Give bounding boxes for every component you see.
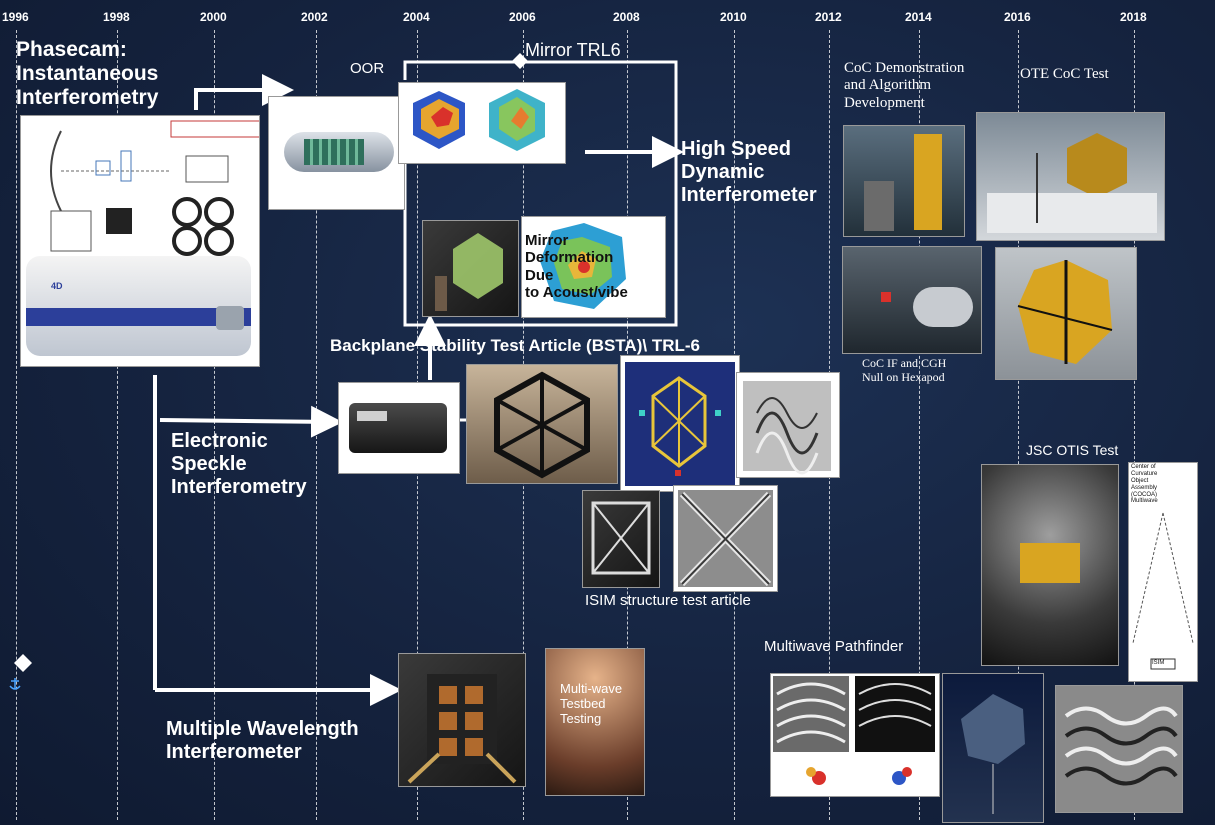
cocoa-diagram — [1128, 462, 1198, 682]
coc-if-photo — [842, 246, 982, 354]
jsc-otis-label: JSC OTIS Test — [1026, 442, 1119, 458]
year-label: 2008 — [613, 10, 640, 24]
coc-stand — [864, 181, 894, 231]
year-label: 2018 — [1120, 10, 1147, 24]
coc-demo-photo — [843, 125, 965, 237]
phasecam-label: Phasecam: Instantaneous Interferometry — [16, 38, 159, 110]
year-label: 2002 — [301, 10, 328, 24]
year-label: 2012 — [815, 10, 842, 24]
year-label: 2006 — [509, 10, 536, 24]
isim-structure-photo — [582, 490, 660, 588]
interferometer-body — [913, 287, 973, 327]
year-label: 1996 — [2, 10, 29, 24]
cocoa-label: Center of Curvature Object Assembly (COC… — [1131, 464, 1158, 505]
diamond-icon — [14, 654, 32, 672]
year-label: 2000 — [200, 10, 227, 24]
year-gridline — [214, 30, 215, 820]
ote-mirror-photo — [995, 247, 1137, 380]
bsta-structure-photo — [466, 364, 618, 484]
cocoa-isim-tag: ISIM — [1152, 660, 1165, 666]
bsta-displacement-map — [620, 355, 740, 492]
year-label: 2014 — [905, 10, 932, 24]
phasecam-optics-icon — [50, 120, 259, 256]
gold-mirror-segment — [914, 134, 942, 230]
espi-label: Electronic Speckle Interferometry — [171, 430, 307, 498]
ote-coc-label: OTE CoC Test — [1020, 66, 1109, 82]
instrument-lens — [216, 306, 244, 330]
oor-label: OOR — [350, 60, 385, 77]
multiwave-testbed-label: Multi-wave Testbed Testing — [560, 681, 623, 726]
multiwave-fringe-map — [1055, 685, 1183, 813]
coc-if-label: CoC IF and CGH Null on Hexapod — [862, 356, 947, 384]
oor-wavefront-maps — [398, 82, 566, 164]
year-gridline — [919, 30, 920, 820]
mirror-test-photo — [422, 220, 519, 317]
espi-instrument-photo — [338, 382, 460, 474]
phasecam-diagram: 4D — [20, 115, 260, 367]
year-label: 1998 — [103, 10, 130, 24]
hexapod-marker — [881, 292, 891, 302]
telescope-install-photo — [942, 673, 1044, 823]
jsc-otis-photo — [981, 464, 1119, 666]
high-speed-label: High Speed Dynamic Interferometer — [681, 138, 817, 206]
year-gridline — [1134, 30, 1135, 820]
phasecam-instrument: 4D — [26, 256, 251, 356]
bsta-label: Backplane Stability Test Article (BSTA)\… — [330, 336, 700, 355]
year-gridline — [117, 30, 118, 820]
multiwave-testbed-photo — [545, 648, 645, 796]
year-label: 2004 — [403, 10, 430, 24]
espi-instrument-panel — [357, 411, 387, 421]
ote-coc-photo — [976, 112, 1165, 241]
mirror-deformation-label: Mirror Deformation Due to Acoust/vibe — [525, 232, 628, 301]
mirror-trl6-label: Mirror TRL6 — [525, 40, 621, 60]
mwi-hardware-photo — [398, 653, 526, 787]
diamond-icon — [512, 53, 528, 69]
multiwave-pathfinder-label: Multiwave Pathfinder — [764, 638, 904, 655]
year-label: 2010 — [720, 10, 747, 24]
anchor-icon — [9, 678, 21, 690]
brand-logo: 4D — [51, 281, 63, 291]
oor-chamber-image — [268, 96, 405, 210]
instrument-stripe — [26, 308, 251, 326]
chamber-interior — [304, 139, 364, 165]
bsta-fringe-map — [736, 372, 840, 478]
isim-fringe-map — [673, 485, 778, 592]
year-label: 2016 — [1004, 10, 1031, 24]
otis-mirror — [1020, 543, 1080, 583]
mwi-label: Multiple Wavelength Interferometer — [166, 718, 359, 763]
year-gridline — [16, 30, 17, 820]
mirror-deformation-map — [521, 216, 666, 318]
isim-label: ISIM structure test article — [585, 592, 751, 609]
coc-demo-label: CoC Demonstration and Algorithm Developm… — [844, 60, 965, 111]
year-gridline — [1018, 30, 1019, 820]
pathfinder-fringe-images — [770, 673, 940, 797]
